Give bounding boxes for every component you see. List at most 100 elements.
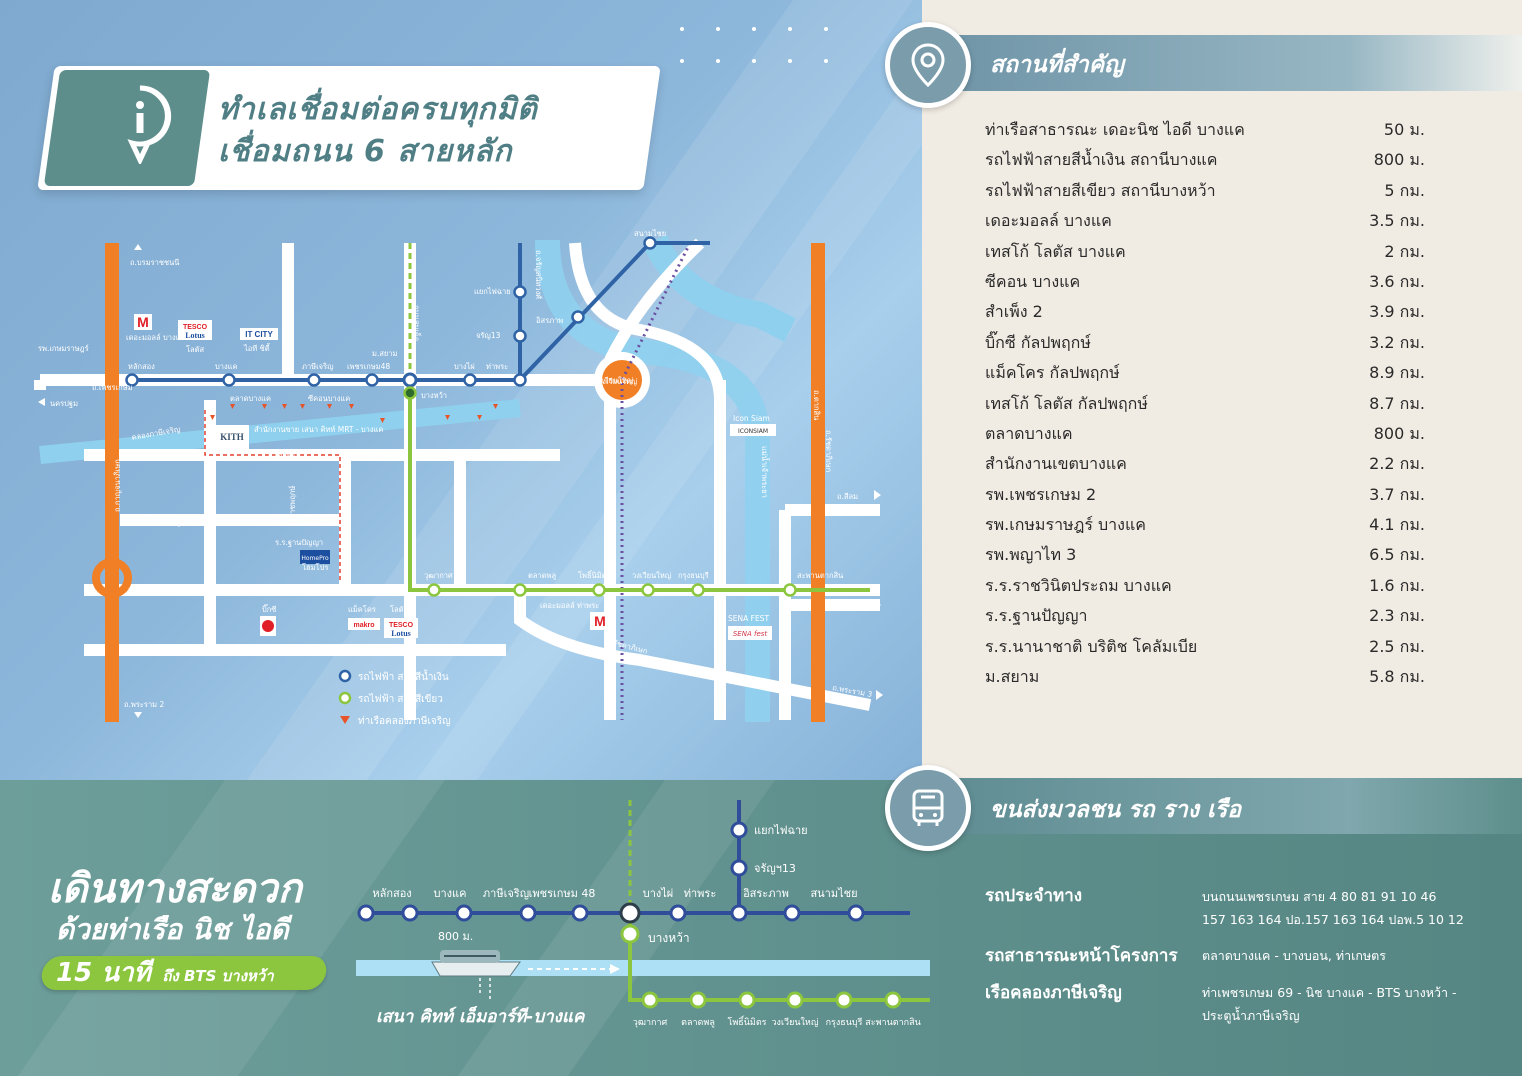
bus-label: รถประจำทาง xyxy=(985,886,1083,906)
green-line-route xyxy=(408,393,870,592)
station-label: สะพานตากสิน xyxy=(797,571,843,580)
bus-icon xyxy=(912,789,944,826)
route-station-label: วุฒากาศ xyxy=(633,1018,668,1028)
svg-text:TESCO: TESCO xyxy=(183,324,208,331)
route-station-label: บางหว้า xyxy=(648,931,690,945)
route-station-label: แยกไฟฉาย xyxy=(754,824,808,837)
route-station xyxy=(847,904,865,922)
route-station-label: โพธิ์นิมิตร xyxy=(727,1015,766,1028)
transport-header-band xyxy=(948,778,1522,834)
poi-label: แม่น้ำเจ้าพระยา xyxy=(760,446,770,498)
info-icon xyxy=(127,85,172,164)
place-distance: 6.5 กม. xyxy=(1369,545,1425,565)
place-distance: 5.8 กม. xyxy=(1369,667,1425,687)
boat-distance: 800 ม. xyxy=(438,930,473,943)
interchange-station xyxy=(402,372,418,388)
svg-text:M: M xyxy=(594,613,606,629)
svg-text:makro: makro xyxy=(353,622,374,629)
place-distance: 2.3 กม. xyxy=(1369,606,1425,626)
route-station-label: สนามไชย xyxy=(810,887,857,900)
place-distance: 5 กม. xyxy=(1384,180,1425,200)
station-label: โพธิ์นิมิตร xyxy=(578,570,611,580)
station-label: สนามไชย xyxy=(634,229,666,238)
place-name: สำเพ็ง 2 xyxy=(985,302,1043,322)
station-label: อิสรภาพ xyxy=(536,316,564,325)
road-label: ถ.ราชพฤกษ์ xyxy=(288,486,297,525)
place-name: เดอะมอลล์ บางแค xyxy=(985,211,1112,231)
svg-text:Lotus: Lotus xyxy=(185,331,205,340)
poi-label: SENA FEST xyxy=(728,614,769,623)
boat-route-line1: ท่าเพชรเกษม 69 - นิช บางแค - BTS บางหว้า… xyxy=(1202,985,1457,1000)
place-distance: 8.9 กม. xyxy=(1369,363,1425,383)
svg-text:M: M xyxy=(137,314,149,330)
place-row: เทสโก้ โลตัส กัลปพฤกษ์8.7 กม. xyxy=(985,392,1425,422)
place-name: รพ.เพชรเกษม 2 xyxy=(985,484,1097,504)
map-panel: รถไฟฟ้า สายสีน้ำเงินรถไฟฟ้า สายสีเขียวท่… xyxy=(0,0,922,780)
route-station-label: บางแค xyxy=(434,887,467,900)
road-label: ถ.กัลปพฤกษ์ xyxy=(128,585,168,594)
direction-arrows xyxy=(38,244,883,718)
place-distance: 2.2 กม. xyxy=(1369,454,1425,474)
travel-time-destination: ถึง BTS บางหว้า xyxy=(162,967,274,985)
bus-routes-line1: บนถนนเพชรเกษม สาย 4 80 81 91 10 46 xyxy=(1202,889,1437,904)
road-label: ถ.เพชรเกษม xyxy=(60,376,101,385)
poi-label: Icon Siam xyxy=(733,414,770,423)
header-card: ทำเลเชื่อมต่อครบทุกมิติ เชื่อมถนน 6 สายห… xyxy=(37,66,661,190)
wongwian-yai-circle xyxy=(602,360,642,400)
station-label: บางไผ่ xyxy=(454,362,475,371)
poi-label: เดอะมอลล์ ท่าพระ xyxy=(540,601,599,610)
place-name: ม.สยาม xyxy=(985,667,1040,687)
station-label: วุฒากาศ xyxy=(424,571,453,580)
place-distance: 2 กม. xyxy=(1384,241,1425,261)
bang-wa-station xyxy=(403,386,417,400)
route-station xyxy=(641,991,659,1009)
place-distance: 3.5 กม. xyxy=(1369,211,1425,231)
route-station xyxy=(519,904,537,922)
poi-label: โลตัส xyxy=(186,345,204,354)
station-label: ตลาดพลู xyxy=(528,571,556,580)
header-title-line2: เชื่อมถนน 6 สายหลัก xyxy=(218,134,513,169)
place-name: เทสโก้ โลตัส บางแค xyxy=(985,241,1126,261)
boat-route-line2: ประตูน้ำภาษีเจริญ xyxy=(1202,1008,1300,1023)
road-label: ถ.กาญจนาภิเษก xyxy=(113,459,122,512)
place-row: เทสโก้ โลตัส บางแค 2 กม. xyxy=(985,240,1425,270)
route-station-label: หลักสอง xyxy=(372,887,411,900)
route-station xyxy=(730,859,748,877)
route-station xyxy=(786,991,804,1009)
poi-label: แม็คโคร xyxy=(348,604,376,614)
poi-label: ถ.ตากสิน xyxy=(812,390,821,420)
places-header-band xyxy=(948,35,1522,91)
place-distance: 8.7 กม. xyxy=(1369,393,1425,413)
place-distance: 4.1 กม. xyxy=(1369,515,1425,535)
route-station-label: วงเวียนใหญ่ xyxy=(772,1017,819,1028)
road-label: ถ.จรัญสนิทวงศ์ xyxy=(534,250,543,299)
place-distance: 1.6 กม. xyxy=(1369,575,1425,595)
poi-label: ถ.เพชรเกษม xyxy=(92,383,133,392)
boat-route-label: เสนา คิทท์ เอ็มอาร์ที-บางแค xyxy=(376,1005,586,1027)
map-legend xyxy=(338,669,352,724)
place-distance: 3.7 กม. xyxy=(1369,484,1425,504)
place-name: ซีคอน บางแค xyxy=(985,271,1081,291)
svg-text:ICONSIAM: ICONSIAM xyxy=(738,428,768,435)
green-stations xyxy=(427,583,797,597)
bus-routes-line2: 157 163 164 ปอ.157 163 164 ปอพ.5 10 12 xyxy=(1202,912,1464,927)
place-name: สำนักงานเขตบางแค xyxy=(985,454,1127,474)
poi-label: ไอที ซิตี้ xyxy=(243,343,271,353)
road-label: ถ.สีลม xyxy=(837,492,858,501)
poi-label: ม.สยาม xyxy=(372,349,398,358)
place-name: ท่าเรือสาธารณะ เดอะนิช ไอดี บางแค xyxy=(985,120,1245,139)
route-station-label: เพชรเกษม 48 xyxy=(529,887,596,900)
legend-label: ท่าเรือคลองภาษีเจริญ xyxy=(358,715,451,727)
public-transport-label: รถสาธารณะหน้าโครงการ xyxy=(985,946,1178,966)
route-station xyxy=(730,904,748,922)
public-transport-value: ตลาดบางแค - บางบอน, ท่าเกษตร xyxy=(1202,948,1387,963)
place-row: บิ๊กซี กัลปพฤกษ์3.2 กม. xyxy=(985,331,1425,361)
